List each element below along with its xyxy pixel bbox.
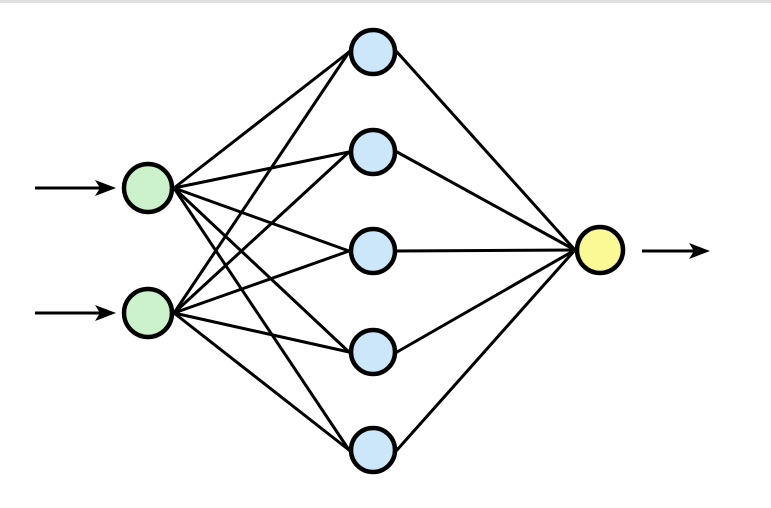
input-arrow-1-head xyxy=(95,180,116,196)
connection-edge xyxy=(395,248,577,253)
connection-edge xyxy=(172,150,351,315)
input-arrow-2-head xyxy=(95,305,116,321)
connection-edge xyxy=(172,186,351,354)
connection-edge xyxy=(172,150,351,190)
window-top-edge xyxy=(0,0,771,3)
connection-edge xyxy=(395,50,577,252)
connection-edge xyxy=(172,186,351,452)
connection-edge xyxy=(172,249,351,315)
input-node xyxy=(121,161,175,215)
connection-edge xyxy=(172,186,351,253)
connection-edge xyxy=(395,248,577,452)
connection-edge xyxy=(395,150,577,252)
input-node xyxy=(121,286,175,340)
hidden-node xyxy=(348,27,398,77)
connection-edge xyxy=(172,311,351,354)
hidden-node xyxy=(348,327,398,377)
output-node xyxy=(574,224,626,276)
connection-edge xyxy=(172,50,351,315)
output-arrow-head xyxy=(689,243,710,259)
hidden-node xyxy=(348,127,398,177)
hidden-node xyxy=(348,226,398,276)
connection-edge xyxy=(395,248,577,354)
connection-edge xyxy=(172,50,351,190)
connection-edge xyxy=(172,311,351,452)
hidden-node xyxy=(348,425,398,475)
